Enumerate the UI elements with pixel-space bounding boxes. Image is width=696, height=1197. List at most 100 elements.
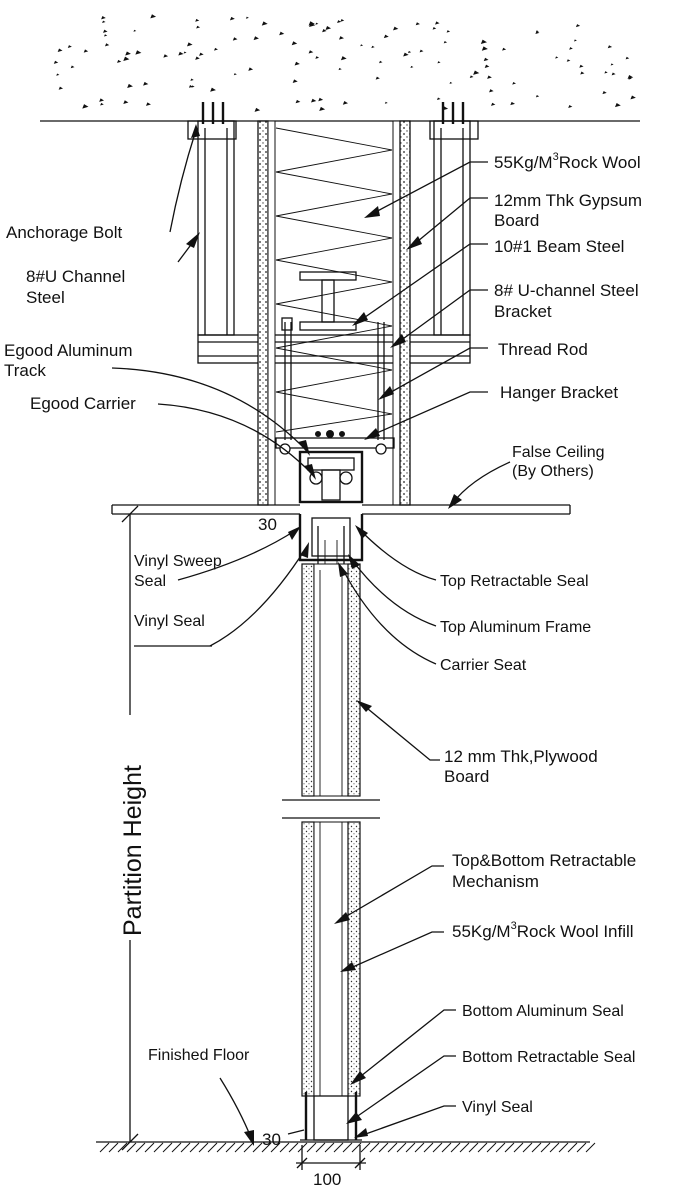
floor-hatch-line: [522, 1142, 533, 1153]
aggregate-mark: [100, 102, 104, 106]
aggregate-mark: [248, 67, 254, 71]
floor-hatch-line: [324, 1142, 335, 1153]
aggregate-mark: [135, 50, 142, 55]
aggregate-mark: [628, 77, 632, 80]
floor-hatch-line: [126, 1142, 137, 1153]
aluminum-track: [298, 450, 364, 504]
floor-hatch-line: [540, 1142, 551, 1153]
aggregate-mark: [415, 22, 420, 26]
aggregate-mark: [483, 57, 489, 62]
aggregate-mark: [408, 50, 412, 54]
floor-hatch-line: [513, 1142, 524, 1153]
floor-hatch-line: [234, 1142, 245, 1153]
aggregate-mark: [469, 75, 474, 79]
aggregate-mark: [610, 63, 614, 66]
aggregate-mark: [510, 101, 515, 106]
aggregate-mark: [568, 105, 573, 108]
floor-hatch-line: [405, 1142, 416, 1153]
floor-hatch-line: [270, 1142, 281, 1153]
label-false-ceiling-1: False Ceiling: [512, 444, 604, 461]
aggregate-mark: [502, 47, 507, 51]
label-carrier-seat: Carrier Seat: [440, 657, 527, 674]
aggregate-mark: [83, 49, 89, 53]
aggregate-mark: [614, 102, 621, 108]
aggregate-mark: [319, 106, 326, 112]
label-u-bracket-1: 8# U-channel Steel: [494, 281, 639, 300]
label-egood-carrier: Egood Carrier: [30, 394, 136, 413]
aggregate-mark: [449, 81, 453, 84]
aggregate-mark: [393, 26, 399, 31]
floor-hatch-line: [153, 1142, 164, 1153]
aggregate-mark: [384, 101, 388, 104]
aggregate-mark: [379, 60, 383, 64]
aggregate-mark: [103, 29, 108, 33]
label-beam-steel: 10#1 Beam Steel: [494, 237, 624, 256]
floor-hatch-line: [243, 1142, 254, 1153]
aggregate-mark: [473, 70, 480, 75]
floor-hatch-line: [459, 1142, 470, 1153]
aggregate-mark: [310, 98, 317, 103]
aggregate-mark: [125, 51, 131, 56]
aggregate-mark: [253, 36, 259, 41]
aggregate-mark: [150, 14, 157, 19]
aggregate-mark: [57, 48, 63, 53]
floor-hatch-line: [558, 1142, 569, 1153]
dim-panel-width: 100: [313, 1170, 341, 1189]
aggregate-mark: [104, 34, 108, 37]
aggregate-mark: [190, 78, 194, 81]
label-false-ceiling-2: (By Others): [512, 463, 594, 480]
aggregate-mark: [338, 67, 342, 71]
aggregate-mark: [195, 56, 200, 60]
label-finished-floor: Finished Floor: [148, 1047, 250, 1064]
floor-hatch-line: [342, 1142, 353, 1153]
aggregate-mark: [133, 29, 137, 32]
aggregate-mark: [214, 47, 218, 51]
thread-rod: [284, 322, 385, 440]
aggregate-mark: [574, 39, 577, 42]
label-top-retractable-seal: Top Retractable Seal: [440, 573, 589, 590]
aggregate-mark: [315, 56, 320, 59]
aggregate-mark: [291, 41, 298, 46]
aggregate-mark: [99, 98, 105, 102]
aggregate-mark: [437, 61, 441, 64]
aggregate-mark: [375, 76, 380, 80]
label-bottom-aluminum-seal: Bottom Aluminum Seal: [462, 1003, 624, 1020]
label-thread-rod: Thread Rod: [498, 340, 588, 359]
aggregate-mark: [315, 22, 319, 25]
floor-hatch-line: [207, 1142, 218, 1153]
floor-hatch-line: [396, 1142, 407, 1153]
aggregate-mark: [342, 101, 349, 105]
label-aluminum-track-2: Track: [4, 361, 46, 380]
aggregate-mark: [123, 100, 129, 104]
aggregate-mark: [195, 18, 200, 22]
aggregate-mark: [625, 56, 630, 60]
aggregate-mark: [340, 18, 345, 22]
u-channel-left: [187, 102, 237, 336]
aggregate-mark: [569, 47, 573, 50]
aggregate-mark: [371, 45, 375, 49]
aggregate-mark: [308, 50, 314, 54]
aggregate-mark: [127, 83, 133, 89]
aggregate-mark: [480, 39, 487, 44]
label-plywood-2: Board: [444, 767, 489, 786]
finished-floor: [96, 1141, 596, 1153]
label-hanger-bracket: Hanger Bracket: [500, 383, 618, 402]
false-ceiling: [111, 504, 571, 515]
aggregate-mark: [56, 73, 60, 76]
u-channel-right: [429, 102, 479, 336]
aggregate-mark: [481, 46, 488, 51]
floor-hatch-line: [576, 1142, 587, 1153]
floor-hatch-line: [414, 1142, 425, 1153]
partition-panel-lower: [301, 821, 361, 1097]
aggregate-mark: [183, 51, 187, 54]
aggregate-mark: [199, 52, 204, 56]
label-u-channel-2: Steel: [26, 288, 65, 307]
floor-hatch-line: [198, 1142, 209, 1153]
floor-hatch-line: [180, 1142, 191, 1153]
u-channel-bracket: [197, 334, 471, 364]
floor-hatch-line: [261, 1142, 272, 1153]
label-plywood-1: 12 mm Thk,Plywood: [444, 747, 598, 766]
aggregate-mark: [178, 51, 184, 56]
aggregate-mark: [604, 71, 608, 74]
